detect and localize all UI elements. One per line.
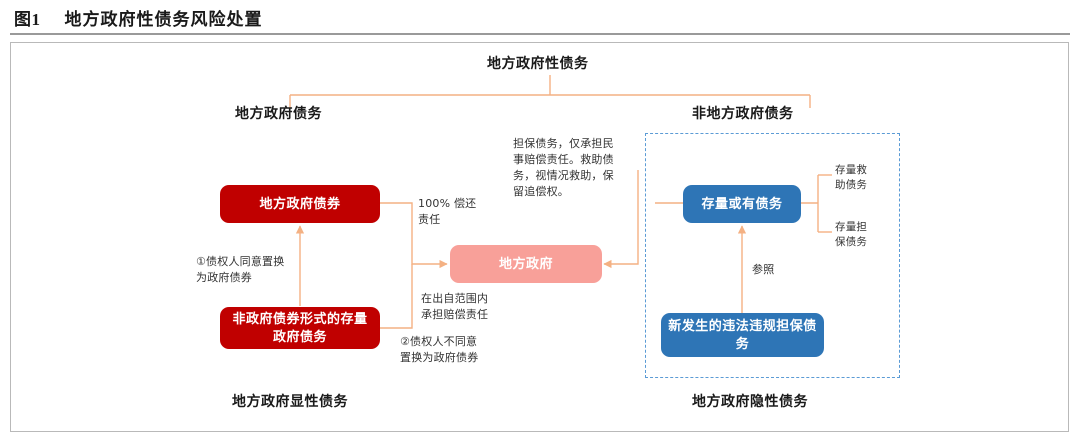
root-node-label: 地方政府性债务 [487,57,589,72]
footer-label-implicit-debt: 地方政府隐性债务 [692,395,808,410]
annotation-creditor-disagree: ②债权人不同意 置换为政府债券 [400,335,479,364]
box-new-illegal-guarantee-debt[interactable]: 新发生的违法违规担保债务 [661,313,824,357]
figure-label: 图1 [14,9,41,29]
box-non-bond-stock-debt[interactable]: 非政府债券形式的存量政府债务 [220,307,380,349]
implicit-debt-region [645,133,900,378]
annotation-stock-guarantee-debt: 存量担 保债务 [835,221,868,249]
annotation-repay-100: 100% 偿还 责任 [418,197,477,226]
annotation-compensate-scope: 在出自范围内 承担赔偿责任 [421,292,489,321]
footer-label-explicit-debt: 地方政府显性债务 [232,395,348,410]
diagram-frame [10,42,1069,432]
annotation-guarantee-note: 担保债务，仅承担民 事赔偿责任。救助债 务，视情况救助，保 留追偿权。 [513,137,614,198]
box-stock-contingent-debt[interactable]: 存量或有债务 [683,185,801,223]
box-local-government[interactable]: 地方政府 [450,245,602,283]
annotation-refer-to: 参照 [752,263,775,276]
branch-left-label: 地方政府债务 [235,107,322,122]
branch-right-label: 非地方政府债务 [692,107,794,122]
annotation-creditor-agree: ①债权人同意置换 为政府债券 [196,255,285,284]
page-title: 地方政府性债务风险处置 [64,9,263,29]
figure-title-row: 图1 地方政府性债务风险处置 [0,0,1080,34]
title-divider [10,33,1070,35]
annotation-stock-relief-debt: 存量救 助债务 [835,164,868,192]
box-local-gov-bond[interactable]: 地方政府债券 [220,185,380,223]
